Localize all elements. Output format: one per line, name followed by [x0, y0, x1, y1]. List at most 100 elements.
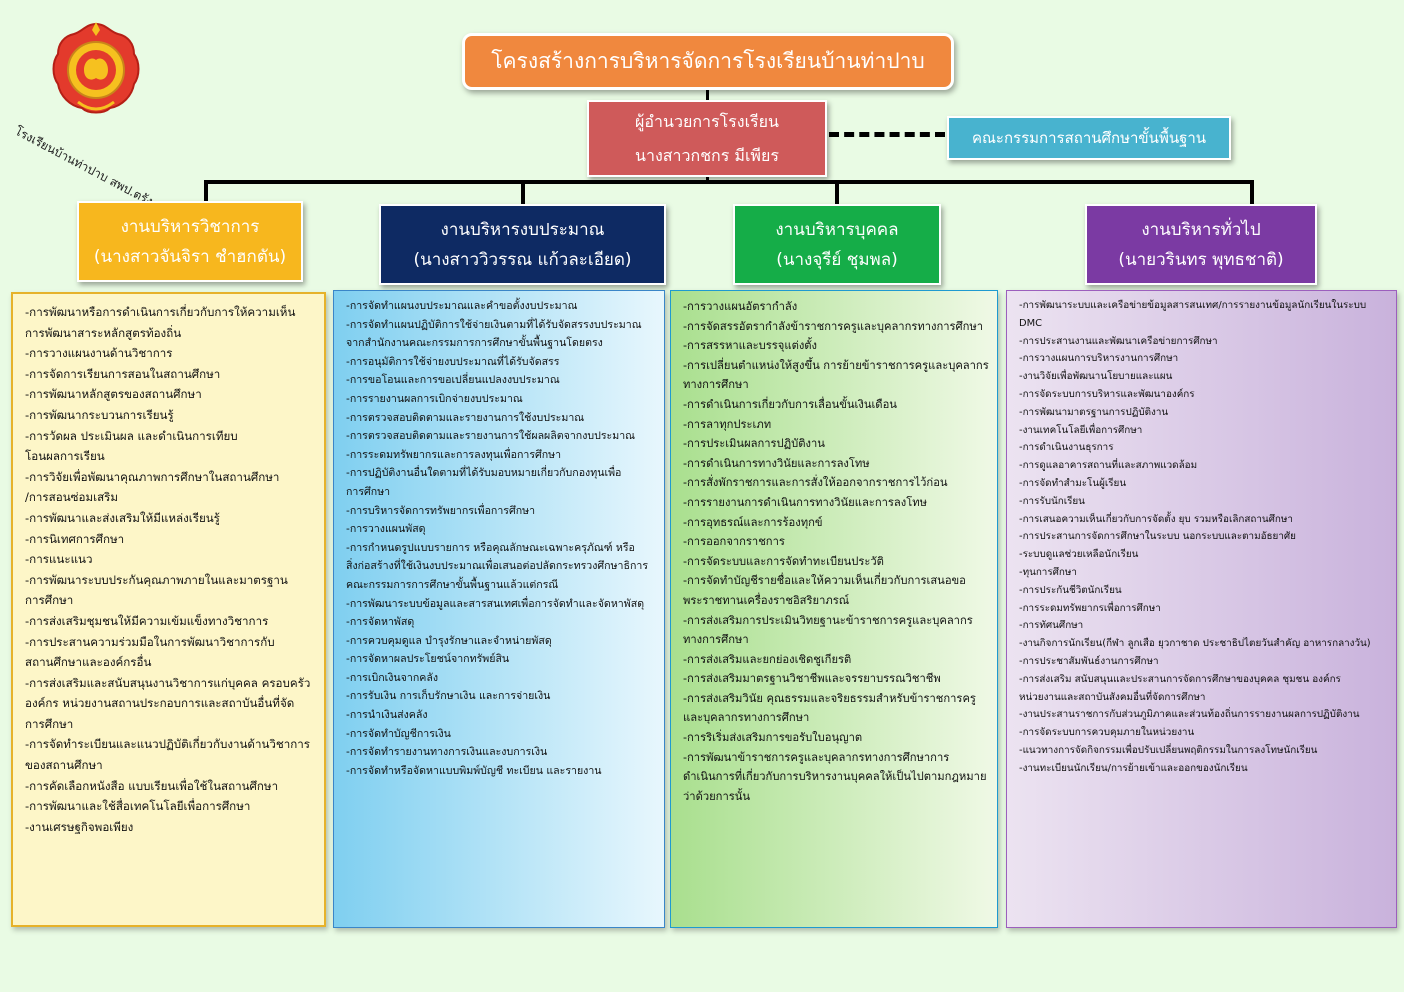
personnel-connector — [835, 180, 839, 206]
list-item: การศึกษา — [346, 485, 391, 498]
title-director-connector — [706, 90, 709, 100]
list-item: -การจัดทำระเบียนและแนวปฏิบัติเกี่ยวกับงา… — [25, 737, 311, 752]
list-item: ของสถานศึกษา — [25, 758, 103, 773]
list-item: -การจัดทำบัญชีการเงิน — [346, 727, 451, 740]
list-item: -การจัดทำรายงานทางการเงินและงบการเงิน — [346, 746, 548, 759]
list-item: -การส่งเสริม สนับสนุนและประสานการจัดการศ… — [1019, 673, 1341, 685]
list-item: -การพัฒนาหลักสูตรของสถานศึกษา — [25, 387, 202, 402]
list-item: ว่าด้วยการนั้น — [683, 789, 751, 803]
dept-general-panel: -การพัฒนาระบบและเครือข่ายข้อมูลสารสนเทศ/… — [1006, 290, 1397, 928]
list-item: -การระดมทรัพยากรเพื่อการศึกษา — [1019, 602, 1161, 614]
list-item: -การส่งเสริมวินัย คุณธรรมและจริยธรรมสำหร… — [683, 691, 976, 705]
list-item: คณะกรรมการการศึกษาขั้นพื้นฐานแล้วแต่กรณี — [346, 578, 559, 591]
list-item: -การนิเทศการศึกษา — [25, 531, 125, 546]
list-item: -การวางแผนพัสดุ — [346, 523, 426, 536]
dept-academic-title: งานบริหารวิชาการ — [120, 216, 260, 237]
list-item: -การสรรหาและบรรจุแต่งตั้ง — [683, 339, 818, 353]
general-connector — [1250, 180, 1254, 206]
director-role: ผู้อำนวยการโรงเรียน — [635, 111, 779, 131]
list-item: -การจัดการเรียนการสอนในสถานศึกษา — [25, 366, 221, 381]
list-item: -การจัดทำสำมะโนผู้เรียน — [1019, 477, 1127, 489]
list-item: โอนผลการเรียน — [25, 449, 105, 464]
list-item: -การรับนักเรียน — [1019, 495, 1085, 507]
list-item: -การส่งเสริมการประเมินวิทยฐานะข้าราชการค… — [683, 613, 973, 627]
list-item: ทางการศึกษา — [683, 633, 749, 647]
list-item: -การพัฒนามาตรฐานการปฏิบัติงาน — [1019, 406, 1169, 418]
list-item: -การเสนอความเห็นเกี่ยวกับการจัดตั้ง ยุบ … — [1019, 513, 1293, 525]
dept-academic-head: (นางสาวจันจิรา ชำฮกตัน) — [93, 246, 287, 267]
list-item: ดำเนินการที่เกี่ยวกับการบริหารงานบุคคลให… — [683, 770, 987, 784]
dept-budget-header: งานบริหารงบประมาณ (นางสาววิวรรณ แก้วละเอ… — [379, 204, 666, 285]
list-item: -การอุทธรณ์และการร้องทุกข์ — [683, 515, 823, 529]
list-item: -การวิจัยเพื่อพัฒนาคุณภาพการศึกษาในสถานศ… — [25, 469, 280, 484]
list-item: -การแนะแนว — [25, 552, 93, 567]
list-item: -การรับเงิน การเก็บรักษาเงิน และการจ่ายเ… — [346, 690, 551, 703]
list-item: -การวัดผล ประเมินผล และดำเนินการเทียบ — [25, 428, 238, 443]
list-item: ทางการศึกษา — [683, 378, 749, 392]
list-item: -การนำเงินส่งคลัง — [346, 709, 428, 722]
list-item: -การจัดหาพัสดุ — [346, 616, 415, 629]
list-item: สถานศึกษาและองค์กรอื่น — [25, 655, 152, 670]
list-item: -การรายงานการดำเนินการทางวินัยและการลงโท… — [683, 495, 927, 509]
list-item: -การควบคุมดูแล บำรุงรักษาและจำหน่ายพัสดุ — [346, 634, 552, 647]
dept-general-title: งานบริหารทั่วไป — [1141, 219, 1261, 240]
list-item: -การส่งเสริมและยกย่องเชิดชูเกียรติ — [683, 652, 852, 666]
list-item: หน่วยงานและสถาบันสังคมอื่นที่จัดการศึกษา — [1019, 691, 1206, 703]
list-item: และบุคลากรทางการศึกษา — [683, 711, 810, 725]
dept-personnel-head: (นางจุรีย์ ชุมพล) — [776, 249, 898, 270]
list-item: -การจัดระบบการควบคุมภายในหน่วยงาน — [1019, 727, 1195, 739]
list-item: -ทุนการศึกษา — [1019, 566, 1077, 578]
list-item: -การประชาสัมพันธ์งานการศึกษา — [1019, 655, 1159, 667]
list-item: -การพัฒนาข้าราชการครูและบุคลากรทางการศึก… — [683, 750, 950, 764]
list-item: -การประสานความร่วมมือในการพัฒนาวิชาการกั… — [25, 634, 275, 649]
list-item: -การรายงานผลการเบิกจ่ายงบประมาณ — [346, 392, 523, 405]
list-item: -การตรวจสอบติดตามและรายงานการใช้งบประมาณ — [346, 411, 585, 424]
committee-dashed-connector — [829, 132, 945, 137]
dept-general-header: งานบริหารทั่วไป (นายวรินทร พุทธชาติ) — [1085, 204, 1317, 285]
list-item: -การพัฒนาระบบข้อมูลและสารสนเทศเพื่อการจั… — [346, 597, 645, 610]
list-item: -งานวิจัยเพื่อพัฒนานโยบายและแผน — [1019, 371, 1173, 383]
list-item: -ระบบดูแลช่วยเหลือนักเรียน — [1019, 549, 1139, 561]
list-item: /การสอนซ่อมเสริม — [25, 490, 119, 505]
list-item: -การจัดทำแผนปฏิบัติการใช้จ่ายเงินตามที่ไ… — [346, 318, 642, 331]
list-item: -การดำเนินการเกี่ยวกับการเลื่อนขั้นเงินเ… — [683, 397, 897, 411]
list-item: -งานกิจการนักเรียน(กีฬา ลูกเสือ ยุวกาชาด… — [1019, 638, 1371, 650]
list-item: องค์กร หน่วยงานสถานประกอบการและสถาบันอื่… — [25, 696, 295, 711]
list-item: -การออกจากราชการ — [683, 535, 785, 549]
list-item: -การจัดระบบและการจัดทำทะเบียนประวัติ — [683, 554, 884, 568]
list-item: -การเบิกเงินจากคลัง — [346, 671, 438, 684]
list-item: -แนวทางการจัดกิจกรรมเพื่อปรับเปลี่ยนพฤติ… — [1019, 744, 1318, 756]
list-item: -การตรวจสอบติดตามและรายงานการใช้ผลผลิตจา… — [346, 430, 635, 443]
list-item: -การจัดระบบการบริหารและพัฒนาองค์กร — [1019, 388, 1195, 400]
director-name: นางสาวกชกร มีเพียร — [635, 145, 779, 165]
list-item: -การส่งเสริมมาตรฐานวิชาชีพและจรรยาบรรณวิ… — [683, 672, 941, 686]
list-item: -การคัดเลือกหนังสือ แบบเรียนเพื่อใช้ในสถ… — [25, 778, 279, 793]
list-item: -การประกันชีวิตนักเรียน — [1019, 584, 1122, 596]
list-item: -งานประสานราชการกับส่วนภูมิภาคและส่วนท้อ… — [1019, 709, 1360, 721]
list-item: -การกำหนดรูปแบบรายการ หรือคุณลักษณะเฉพาะ… — [346, 541, 635, 554]
budget-connector — [521, 180, 525, 206]
list-item: -การขอโอนและการขอเปลี่ยนแปลงงบประมาณ — [346, 374, 560, 387]
list-item: -การดูแลอาคารสถานที่และสภาพแวดล้อม — [1019, 460, 1198, 472]
list-item: -การส่งเสริมและสนับสนุนงานวิชาการแก่บุคค… — [25, 675, 311, 690]
list-item: -การดำเนินงานธุรการ — [1019, 442, 1114, 454]
list-item: การศึกษา — [25, 716, 74, 731]
list-item: -การบริหารจัดการทรัพยากรเพื่อการศึกษา — [346, 504, 536, 517]
list-item: -การจัดทำหรือจัดหาแบบพิมพ์บัญชี ทะเบียน … — [346, 764, 602, 777]
page-title: โครงสร้างการบริหารจัดการโรงเรียนบ้านท่าป… — [462, 33, 954, 90]
list-item: -การจัดทำแผนงบประมาณและคำขอตั้งงบประมาณ — [346, 300, 578, 312]
list-item: -การระดมทรัพยากรและการลงทุนเพื่อการศึกษา — [346, 448, 562, 461]
list-item: สิ่งก่อสร้างที่ใช้เงินงบประมาณเพื่อเสนอต… — [346, 560, 649, 573]
list-item: -การจัดหาผลประโยชน์จากทรัพย์สิน — [346, 653, 510, 666]
school-logo — [48, 20, 144, 120]
list-item: -การพัฒนาและส่งเสริมให้มีแหล่งเรียนรู้ — [25, 510, 220, 525]
list-item: -การริเริ่มส่งเสริมการขอรับใบอนุญาต — [683, 731, 863, 745]
list-item: -การพัฒนาหรือการดำเนินการเกี่ยวกับการให้… — [25, 305, 296, 319]
list-item: -การวางแผนอัตรากำลัง — [683, 300, 798, 313]
list-item: -การพัฒนากระบวนการเรียนรู้ — [25, 407, 174, 422]
horizontal-connector — [204, 180, 1254, 184]
list-item: -การวางแผนงานด้านวิชาการ — [25, 346, 173, 361]
list-item: -การอนุมัติการใช้จ่ายงบประมาณที่ได้รับจั… — [346, 355, 560, 368]
list-item: จากสำนักงานคณะกรรมการการศึกษาขั้นพื้นฐาน… — [346, 337, 603, 350]
list-item: -การประเมินผลการปฏิบัติงาน — [683, 437, 825, 451]
